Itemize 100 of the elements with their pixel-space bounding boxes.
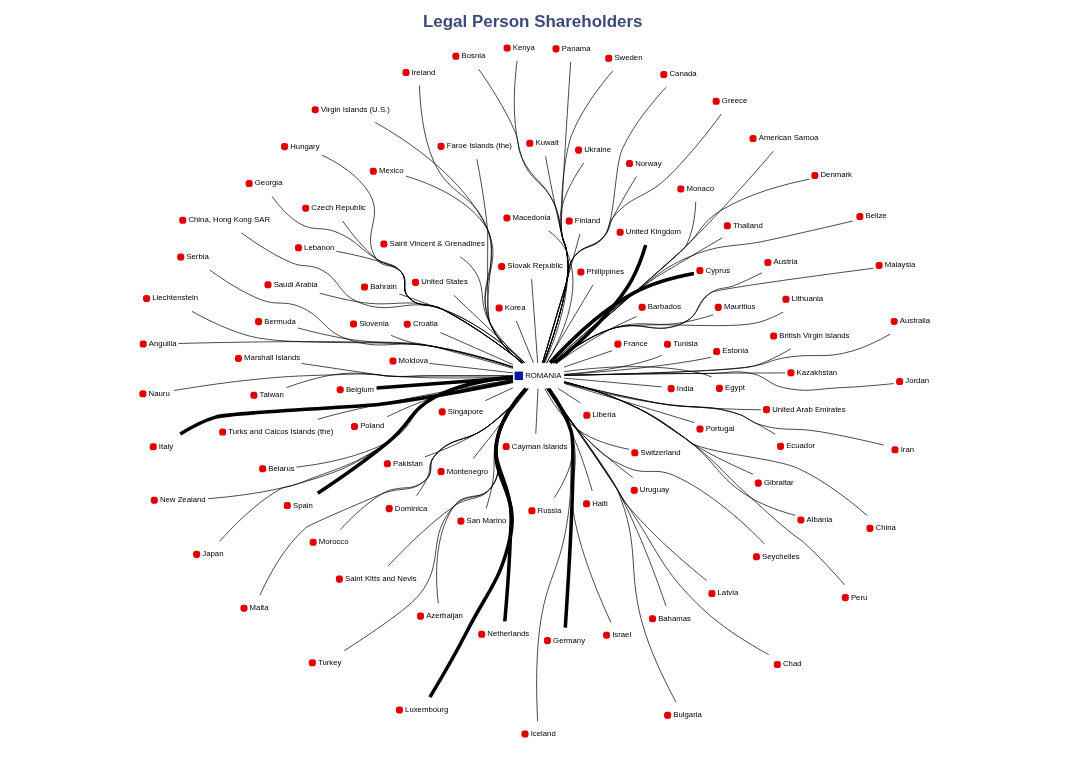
node-text: Kazakhstan <box>796 367 837 377</box>
connector <box>405 175 522 364</box>
connector <box>545 388 633 478</box>
connector <box>300 363 513 377</box>
connector <box>548 271 694 364</box>
connector <box>563 381 753 475</box>
node-label: Serbia <box>185 252 209 262</box>
connector <box>178 379 513 436</box>
connector <box>563 333 890 376</box>
node-label: Iran <box>900 444 914 454</box>
connector <box>563 366 712 378</box>
node-label: Gibraltar <box>763 478 794 488</box>
connector <box>285 372 513 388</box>
node-label: Bahamas <box>657 613 691 623</box>
connector <box>206 376 513 500</box>
node-label: United Kingdom <box>625 227 681 237</box>
node-label: Pakistan <box>392 458 423 468</box>
connector <box>452 294 525 364</box>
connector <box>563 382 761 411</box>
connector <box>541 113 722 364</box>
connector <box>535 388 573 722</box>
connector <box>546 387 575 628</box>
node-label: India <box>676 383 694 393</box>
node-label: Bahrain <box>369 281 397 291</box>
node-text: Estonia <box>721 346 748 356</box>
connector <box>477 68 568 364</box>
node-label: Bosnia <box>461 51 485 61</box>
node-text: Belgium <box>345 384 374 394</box>
connector <box>295 376 513 468</box>
node-label: Panama <box>561 43 591 53</box>
connector <box>398 293 523 364</box>
connector <box>387 388 527 567</box>
connector <box>552 201 696 364</box>
connector <box>542 61 571 364</box>
node-label: Slovak Republic <box>506 261 563 271</box>
connector <box>546 388 769 655</box>
connector <box>218 376 513 542</box>
connector <box>552 272 762 364</box>
node-label: Slovenia <box>358 318 389 328</box>
connector <box>563 381 868 516</box>
connector <box>563 381 796 516</box>
node-label: Singapore <box>447 406 483 416</box>
node-text: ROMANIA <box>524 370 561 380</box>
connector <box>534 388 538 434</box>
connector <box>415 388 528 496</box>
node-label: Saudi Arabia <box>273 279 318 289</box>
node-label: Dominica <box>394 503 427 513</box>
node-text: New Zealand <box>159 495 206 505</box>
node-label: Marshall Islands <box>243 353 300 363</box>
node-label: Czech Republic <box>310 203 366 213</box>
node-label: Tunisia <box>672 339 698 349</box>
node-label: Greece <box>721 96 747 106</box>
node-label: Latvia <box>717 588 738 598</box>
node-label: Spain <box>292 500 313 510</box>
connector <box>552 311 783 364</box>
connector <box>428 363 513 374</box>
connector <box>316 379 513 420</box>
node-label: British Virgin Islands <box>778 331 850 341</box>
node-label: Turkey <box>317 657 341 667</box>
node-text: Cyprus <box>705 265 730 275</box>
node-label: France <box>623 339 648 349</box>
node-label: Nauru <box>148 388 170 398</box>
node-label: Germany <box>552 635 585 645</box>
connector <box>551 237 723 364</box>
node-label: Belize <box>865 211 887 221</box>
connector <box>177 341 513 368</box>
node-label: Saint Vincent & Grenadines <box>389 239 485 249</box>
node-label: Mauritius <box>723 302 755 312</box>
node-label: Ukraine <box>583 145 611 155</box>
connector <box>553 244 647 365</box>
connector <box>321 154 523 364</box>
connector <box>547 388 611 623</box>
connector <box>545 230 573 364</box>
connector <box>375 376 513 390</box>
node-label: Malta <box>249 603 269 613</box>
connector <box>563 377 662 388</box>
connector <box>542 70 613 364</box>
node-label: American Samoa <box>758 133 818 143</box>
connector <box>386 379 513 418</box>
node-label: Cayman Islands <box>511 441 568 451</box>
node-label: Uruguay <box>639 485 669 495</box>
node-label: Croatia <box>412 319 438 329</box>
node-label: Thailand <box>732 220 763 230</box>
connector <box>240 232 525 364</box>
connector <box>390 334 513 369</box>
node-label: Norway <box>634 158 662 168</box>
node-label: United States <box>420 277 468 287</box>
connector <box>208 269 513 368</box>
node-label: China, Hong Kong SAR <box>187 215 270 225</box>
node-label: Moldova <box>398 355 428 365</box>
node-label: Bulgaria <box>672 710 702 720</box>
node-label: Georgia <box>254 178 282 188</box>
node-label: Egypt <box>724 383 745 393</box>
connector <box>545 284 593 364</box>
connector <box>343 388 527 652</box>
node-label: Kenya <box>512 43 535 52</box>
connector <box>563 371 894 391</box>
connector <box>563 382 776 435</box>
connector <box>418 85 522 364</box>
connector <box>552 150 774 364</box>
